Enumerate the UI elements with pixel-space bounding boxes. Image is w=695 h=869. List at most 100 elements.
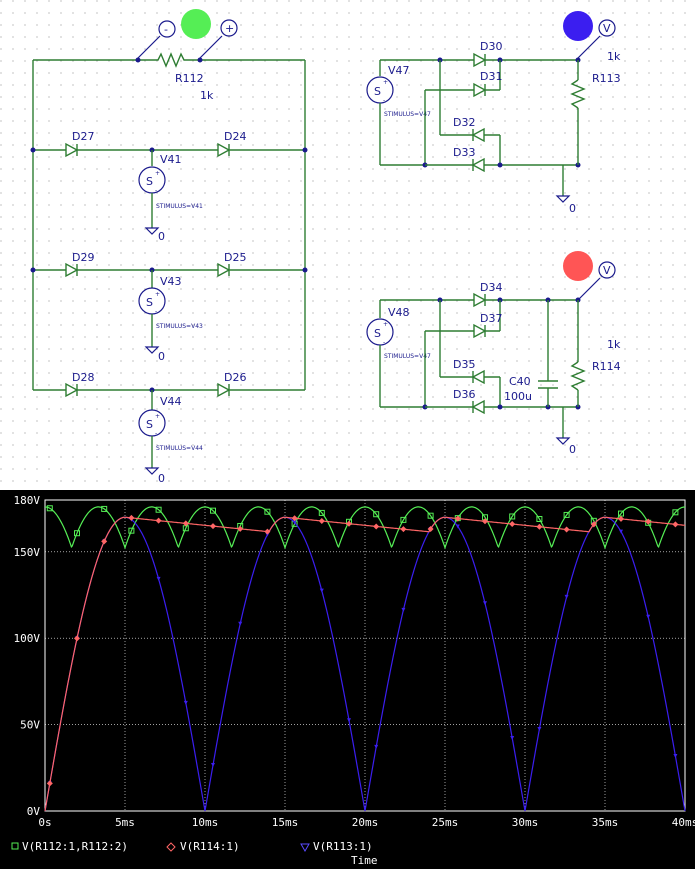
x-axis-title: Time [351,854,378,867]
ground-icon [144,467,160,475]
data-point-diamond [427,525,434,532]
legend-series-r113: V(R113:1) [313,840,373,853]
data-point-triangle [292,520,297,525]
v48-symbol: S [374,327,381,340]
data-point-square [46,505,53,512]
c40-value: 100u [504,390,532,403]
v44-stimulus: STIMULUS=V44 [156,445,203,452]
ground-label: 0 [569,443,576,456]
data-point-diamond [618,515,624,522]
x-tick-label: 40ms [672,816,695,829]
d33-label: D33 [453,146,475,159]
r114-value: 1k [607,338,621,351]
v47-label: V47 [388,64,410,77]
probe-minus-icon[interactable] [158,20,176,38]
legend-series-differential: V(R112:1,R112:2) [22,840,128,853]
x-tick-label: 0s [38,816,51,829]
ground-icon [144,346,160,354]
probe-v-letter: V [603,264,611,277]
v43-stimulus: STIMULUS=V43 [156,323,203,330]
diode-d36 [471,399,485,415]
legend-series-r114: V(R114:1) [180,840,240,853]
data-point-diamond [74,635,80,642]
marker-r113-icon[interactable] [563,11,593,41]
data-point-triangle [211,763,215,768]
data-point-diamond [46,780,53,787]
marker-r114-icon[interactable] [563,251,593,281]
r112-resistor [140,52,200,68]
y-tick-label: 0V [27,805,41,818]
voltage-probe-icon[interactable] [598,261,616,279]
r113-label: R113 [592,72,621,85]
right-bottom-bridge: V S + - V48 STIMULUS=V47 D34 D37 [366,251,621,456]
data-point-square [509,513,516,520]
r113-value: 1k [607,50,621,63]
data-point-diamond [400,526,407,533]
voltage-probe-icon[interactable] [598,19,616,37]
data-point-triangle [401,607,406,612]
data-point-square [427,512,434,519]
data-point-triangle [564,594,569,599]
data-point-diamond [291,515,298,522]
ground-label: 0 [158,472,165,485]
diode-d34 [473,292,487,308]
r113-resistor [570,79,586,109]
schematic-diagram: R112 1k - + D27 D24 S + - V41 STIMU [0,0,695,490]
data-point-triangle [510,735,515,740]
v44-label: V44 [160,395,182,408]
probe-plus-icon[interactable] [220,19,238,37]
diode-d29 [65,262,79,278]
v43-minus: - [155,308,157,315]
data-point-triangle [374,744,379,749]
diode-d26 [217,382,231,398]
y-tick-label: 180V [14,494,41,507]
d25-label: D25 [224,251,246,264]
ground-icon [555,195,571,203]
data-point-diamond [128,514,135,521]
schematic-grid [0,0,695,490]
v43-label: V43 [160,275,182,288]
series-v-r114 [44,516,686,812]
x-tick-label: 20ms [352,816,379,829]
diode-d31 [473,82,487,98]
diode-d37 [473,323,487,339]
data-point-triangle [183,700,188,705]
data-point-diamond [454,515,461,522]
d34-label: D34 [480,281,502,294]
data-point-square [264,508,271,515]
data-point-square [373,511,380,518]
diode-d33 [471,157,485,173]
y-tick-label: 150V [14,546,41,559]
right-top-bridge: V S + - V47 STIMULUS=V47 D30 D31 [366,11,621,215]
probe-v-letter: V [603,22,611,35]
data-point-diamond [155,517,162,524]
data-point-square [155,506,162,513]
x-tick-label: 15ms [272,816,299,829]
ground-label: 0 [158,350,165,363]
d26-label: D26 [224,371,246,384]
v48-minus: - [383,339,385,346]
data-point-triangle [265,532,270,537]
v41-plus: + [155,170,160,177]
diode-d32 [471,127,485,143]
diode-d25 [217,262,231,278]
data-point-square [128,527,135,534]
data-point-diamond [318,517,325,524]
x-tick-label: 30ms [512,816,539,829]
marker-differential-icon[interactable] [181,9,211,39]
data-point-triangle [455,524,460,529]
data-point-diamond [264,528,271,535]
probe-minus-sign: - [164,23,168,36]
r112-value: 1k [200,89,214,102]
v41-label: V41 [160,153,182,166]
diode-d27 [65,142,79,158]
data-point-diamond [210,523,216,530]
plot-grid [45,500,685,811]
probe-plus-sign: + [225,22,234,35]
data-point-square [536,515,543,522]
legend-triangle-icon [300,843,310,853]
data-point-triangle [156,576,161,581]
data-point-triangle [646,614,651,619]
